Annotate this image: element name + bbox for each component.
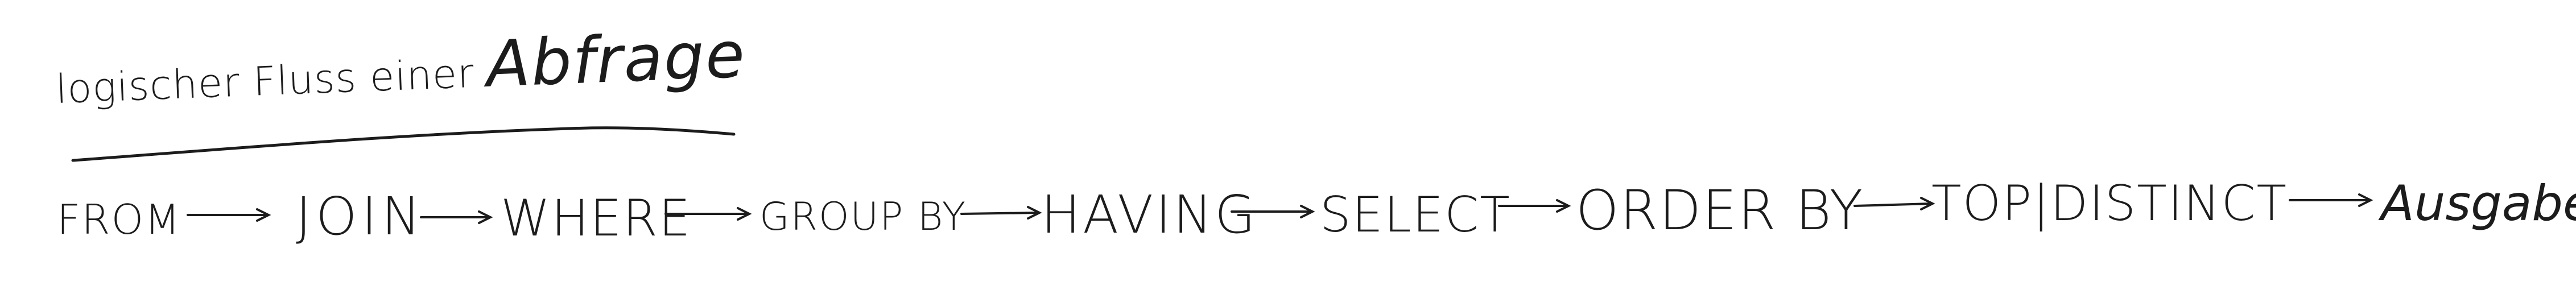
flow-step-group-by: GROUP BY <box>759 195 967 239</box>
flow-step-ausgabe: Ausgabe <box>2381 175 2576 232</box>
flow-step-from: FROM <box>57 196 181 243</box>
flow-step-having: HAVING <box>1041 184 1258 245</box>
flow-step-order-by: ORDER BY <box>1576 179 1864 242</box>
flow-step-select: SELECT <box>1320 187 1511 243</box>
flow-step-where: WHERE <box>501 189 692 247</box>
flow-step-join: JOIN <box>296 186 426 247</box>
flow-step-top-distinct: TOP|DISTINCT <box>1931 175 2288 232</box>
